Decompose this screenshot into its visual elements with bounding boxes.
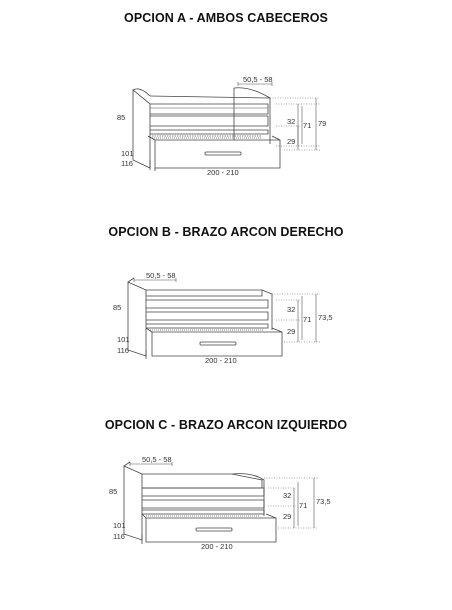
side-height-label: 71: [299, 501, 307, 510]
depth-label: 50,5 - 58: [243, 75, 273, 84]
side-height-label: 71: [303, 121, 311, 130]
bed-frame-top: [146, 300, 268, 308]
headboard-height-label: 85: [113, 303, 121, 312]
drawer-handle: [200, 342, 236, 345]
total-height-label: 79: [318, 119, 326, 128]
total-height-label: 73,5: [318, 313, 333, 322]
inner-height-label: 32: [287, 305, 295, 314]
right-arm: [232, 474, 264, 516]
drawer: [155, 140, 280, 168]
drawer-height-label: 29: [287, 327, 295, 336]
option-c-title: OPCION C - BRAZO ARCON IZQUIERDO: [104, 418, 348, 432]
inner-height-label: 32: [283, 491, 291, 500]
width-a-label: 101: [113, 521, 126, 530]
option-b-title: OPCION B - BRAZO ARCON DERECHO: [108, 225, 344, 239]
width-b-label: 116: [113, 532, 125, 541]
option-a-drawing: 50,5 - 58 32 29 71 79 85 101 116 2: [117, 75, 326, 177]
width-b-label: 116: [117, 346, 129, 355]
depth-label: 50,5 - 58: [142, 455, 172, 464]
option-c-drawing: 50,5 - 58 32 29 71 73,5 85 101 116 200 -…: [109, 455, 331, 551]
side-height-label: 71: [303, 315, 311, 324]
length-label: 200 - 210: [201, 542, 233, 551]
depth-label: 50,5 - 58: [146, 271, 176, 280]
left-headboard: [133, 90, 150, 168]
length-label: 200 - 210: [207, 168, 239, 177]
drawer-handle: [205, 152, 241, 155]
left-arm: [128, 282, 146, 356]
total-height-label: 73,5: [316, 497, 331, 506]
drawer: [152, 332, 282, 356]
length-label: 200 - 210: [205, 356, 237, 365]
width-a-label: 101: [121, 149, 134, 158]
left-arm: [124, 466, 142, 540]
drawer: [146, 518, 276, 542]
drawer-height-label: 29: [283, 512, 291, 521]
headboard-height-label: 85: [117, 113, 125, 122]
drawer-height-label: 29: [287, 137, 295, 146]
inner-height-label: 32: [287, 117, 295, 126]
headboard-height-label: 85: [109, 487, 117, 496]
page: OPCION A - AMBOS CABECEROS: [104, 11, 348, 551]
width-b-label: 116: [121, 159, 133, 168]
bed-frame-top: [150, 104, 268, 114]
option-a-title: OPCION A - AMBOS CABECEROS: [124, 11, 328, 25]
option-b-drawing: 50,5 - 58 32 29 71 73,5 85 101 116 200 -…: [113, 271, 333, 365]
bed-frame-top: [142, 488, 264, 496]
width-a-label: 101: [117, 335, 130, 344]
drawer-handle: [196, 528, 232, 531]
